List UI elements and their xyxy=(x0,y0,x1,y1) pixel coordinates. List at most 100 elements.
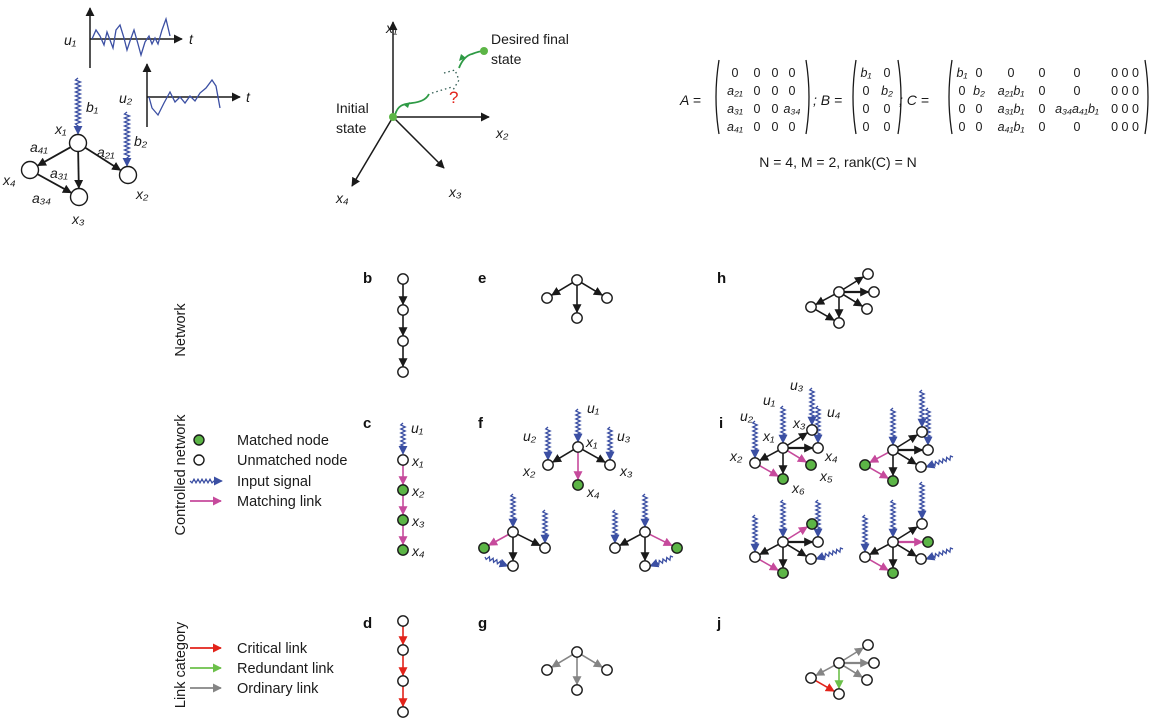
i-u4-label: u₄ xyxy=(827,404,841,420)
axis-x4-label: x₄ xyxy=(335,190,349,206)
matrix-b-cell: 0 xyxy=(863,84,870,98)
i-x4-label: x₄ xyxy=(824,448,838,464)
unmatched-node xyxy=(862,268,874,280)
t-label: t xyxy=(189,31,194,47)
matrix-bracket xyxy=(948,59,953,135)
unmatched-node xyxy=(397,644,409,656)
input-signal xyxy=(813,499,823,538)
b1-label: b₁ xyxy=(86,99,99,115)
matrix-b-cell: 0 xyxy=(884,66,891,80)
input-signal-u1 xyxy=(398,422,408,455)
input-signal xyxy=(750,420,760,459)
i-x2-label: x₂ xyxy=(729,448,743,464)
matrix-a-cell: 0 xyxy=(754,66,761,80)
input-signal xyxy=(925,455,954,469)
matrix-c-cell: a₃₁b₁ xyxy=(998,102,1025,116)
link xyxy=(517,533,541,547)
x4-label: x₄ xyxy=(2,172,16,188)
panel-f-network-alt-2 xyxy=(609,493,683,572)
link xyxy=(896,434,918,448)
link xyxy=(581,653,603,668)
panel-d-network xyxy=(397,615,409,718)
matrix-bracket xyxy=(1144,59,1149,135)
matrix-a-cell: 0 xyxy=(732,66,739,80)
link-a31 xyxy=(74,151,84,189)
matched-node xyxy=(806,518,818,530)
matrix-a-cell: 0 xyxy=(789,84,796,98)
matrix-c-cell: 0 0 0 xyxy=(1111,102,1139,116)
panel-letter-j: j xyxy=(716,615,721,632)
panel-letter-g: g xyxy=(478,615,487,632)
unmatched-node xyxy=(397,615,409,627)
i-x1-label: x₁ xyxy=(762,428,775,444)
trajectory-unknown xyxy=(431,69,460,94)
unmatched-node xyxy=(572,441,584,453)
row-label-network: Network xyxy=(173,303,189,357)
panel-h-network xyxy=(805,268,880,329)
unmatched-node xyxy=(915,553,927,565)
unmatched-node xyxy=(833,657,845,669)
matched-node xyxy=(805,459,817,471)
c-u1-label: u₁ xyxy=(411,420,424,436)
matrix-c-cell: 0 xyxy=(1008,66,1015,80)
matrix-c-cell: 0 xyxy=(1039,84,1046,98)
panel-f-network-main xyxy=(542,408,616,491)
matched-node xyxy=(887,475,899,487)
panel-e-network xyxy=(541,274,613,324)
link xyxy=(815,679,835,692)
legend: Matched node Unmatched node Input signal… xyxy=(189,433,347,697)
input-signal xyxy=(917,481,927,520)
link xyxy=(551,281,573,296)
unmatched-node xyxy=(812,442,824,454)
trajectory-start xyxy=(394,93,430,116)
unmatched-node xyxy=(749,551,761,563)
link xyxy=(896,526,918,540)
matrix-a-cell: 0 xyxy=(754,120,761,134)
i-x6-label: x₆ xyxy=(791,480,805,496)
desired-state-label: Desired final xyxy=(491,31,569,47)
matrix-a-cell: 0 xyxy=(754,84,761,98)
link xyxy=(842,276,864,290)
signal-u1-curve xyxy=(91,16,171,58)
panel-letter-c: c xyxy=(363,415,371,432)
f-x4-label: x₄ xyxy=(586,484,600,500)
matrices: A = ; B = ; C = N = 4, M = 2, rank(C) = … xyxy=(679,59,1149,170)
unmatched-node xyxy=(542,459,554,471)
matrix-b-cell: 0 xyxy=(863,120,870,134)
unmatched-node xyxy=(861,674,873,686)
link xyxy=(582,448,606,463)
matrix-c-cell: 0 xyxy=(1039,66,1046,80)
unmatched-node xyxy=(571,312,583,324)
legend-unmatched-node-icon xyxy=(193,454,205,466)
link xyxy=(759,464,779,477)
unmatched-node xyxy=(609,542,621,554)
matrix-c-cell: 0 xyxy=(1039,120,1046,134)
link xyxy=(842,647,864,661)
unmatched-node xyxy=(507,560,519,572)
matched-node xyxy=(478,542,490,554)
panel-letter-d: d xyxy=(363,615,372,632)
input-signal xyxy=(813,405,823,444)
legend-matching-link: Matching link xyxy=(237,494,322,510)
link xyxy=(897,544,917,557)
matrix-c-cell: a₄₁b₁ xyxy=(998,120,1025,134)
panel-j-network xyxy=(805,639,880,700)
unmatched-node xyxy=(601,664,613,676)
matrix-a-cell: 0 xyxy=(754,102,761,116)
link xyxy=(787,450,807,463)
node-x3 xyxy=(69,187,89,207)
link xyxy=(843,665,863,678)
input-signal xyxy=(923,407,933,446)
matrix-c-label: ; C = xyxy=(899,92,929,108)
input-signal xyxy=(888,407,898,446)
matrix-b-cell: b₁ xyxy=(861,66,872,80)
panel-g-network xyxy=(541,646,613,696)
input-signal xyxy=(925,547,954,561)
unmatched-node xyxy=(859,551,871,563)
legend-input-signal-icon xyxy=(189,476,223,486)
matched-node xyxy=(859,459,871,471)
matrix-bracket xyxy=(805,59,810,135)
link xyxy=(869,543,889,556)
matrix-b-cell: b₂ xyxy=(881,84,893,98)
f-x2-label: x₂ xyxy=(522,463,536,479)
